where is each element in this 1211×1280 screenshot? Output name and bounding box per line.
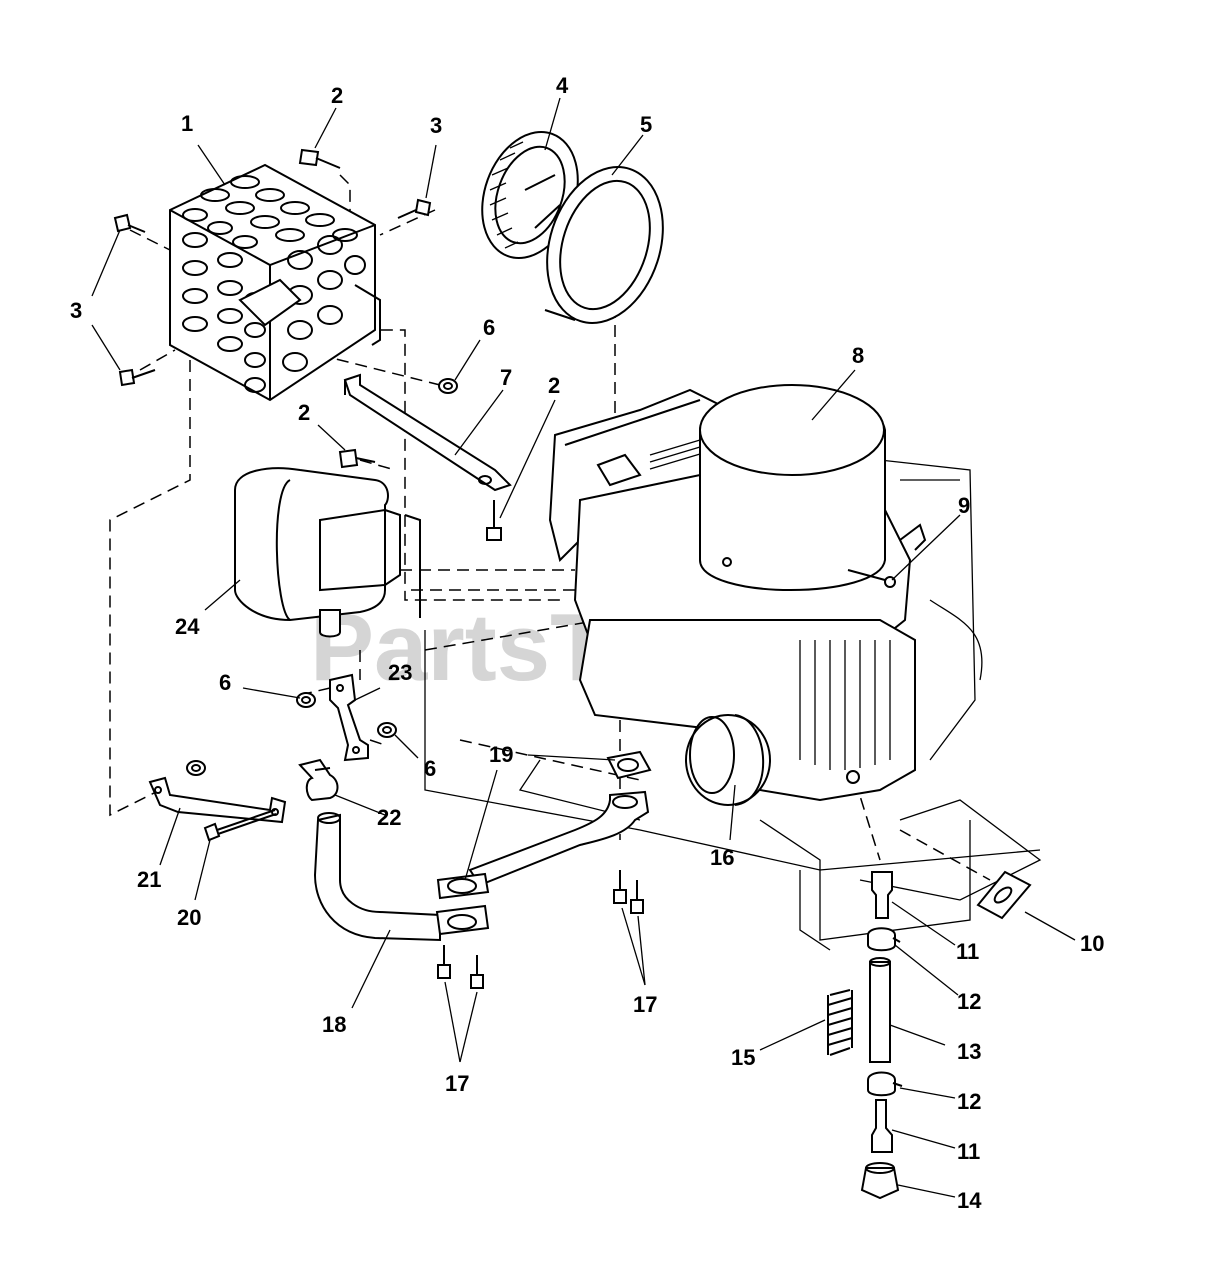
bolt-2-vertical — [486, 500, 502, 541]
bolt-20 — [203, 809, 277, 842]
callout-13: 13 — [957, 1039, 981, 1064]
callout-2: 2 — [331, 83, 343, 108]
nut-6-upper — [438, 378, 458, 394]
nut-6-lower-left — [186, 760, 206, 776]
bolt-3-left-lower — [118, 368, 156, 387]
callout-11: 11 — [956, 939, 979, 964]
part-22-clamp — [298, 758, 339, 802]
callout-3: 3 — [430, 113, 442, 138]
callout-5: 5 — [640, 112, 652, 137]
bolt-2-mid-left — [338, 448, 376, 469]
part-13-drain-hose — [869, 957, 891, 1063]
callout-21: 21 — [137, 867, 161, 892]
bolts-17-left — [437, 945, 484, 989]
callout-20: 20 — [177, 905, 201, 930]
leader-lines — [91, 97, 1076, 1198]
part-12-clamp-upper — [867, 927, 901, 952]
part-12-clamp-lower — [867, 1071, 903, 1097]
callout-2: 2 — [548, 373, 560, 398]
exhaust-flange — [435, 904, 490, 936]
callout-4: 4 — [556, 73, 569, 98]
nut-6-right — [377, 722, 397, 738]
part-8-engine — [548, 384, 927, 802]
callout-22: 22 — [377, 805, 401, 830]
callout-17: 17 — [445, 1071, 469, 1096]
part-19-manifold-pipe — [468, 790, 650, 887]
callout-14: 14 — [957, 1188, 982, 1213]
part-19-gasket-upper — [606, 750, 652, 780]
callout-12: 12 — [957, 989, 981, 1014]
callout-15: 15 — [731, 1045, 755, 1070]
callout-labels: 1 2 3 3 4 5 6 7 2 2 8 9 24 23 6 6 19 22 … — [70, 73, 1104, 1213]
callout-6: 6 — [424, 756, 436, 781]
callout-12: 12 — [957, 1089, 981, 1114]
callout-19: 19 — [489, 742, 513, 767]
chassis-frame — [424, 459, 1042, 951]
nut-6-left — [296, 692, 316, 708]
part-10-plate — [976, 870, 1032, 920]
part-24-muffler — [234, 467, 421, 638]
callout-8: 8 — [852, 343, 864, 368]
callout-6: 6 — [483, 315, 495, 340]
part-1-muffler-guard — [169, 163, 381, 402]
part-7-bracket — [343, 373, 512, 492]
part-11-fitting-lower — [871, 1099, 893, 1153]
callout-6: 6 — [219, 670, 231, 695]
callout-23: 23 — [388, 660, 412, 685]
callout-3: 3 — [70, 298, 82, 323]
callout-16: 16 — [710, 845, 734, 870]
callout-10: 10 — [1080, 931, 1104, 956]
callout-17: 17 — [633, 992, 657, 1017]
callout-2: 2 — [298, 400, 310, 425]
bolt-3-left-upper — [113, 213, 146, 233]
callout-1: 1 — [181, 111, 193, 136]
part-11-fitting-upper — [871, 871, 893, 919]
callout-7: 7 — [500, 365, 512, 390]
callout-18: 18 — [322, 1012, 346, 1037]
part-14-cap — [860, 1162, 900, 1200]
part-16-oil-filter — [685, 714, 771, 806]
bolt-3-right — [397, 198, 432, 219]
part-23-bracket — [329, 673, 369, 762]
part-21-strap — [148, 776, 287, 824]
callout-24: 24 — [175, 614, 200, 639]
bolts-17-right — [613, 870, 644, 914]
callout-9: 9 — [958, 493, 970, 518]
part-19-gasket-lower — [436, 872, 490, 900]
part-5-precleaner — [524, 166, 664, 324]
bolt-2-top — [298, 148, 341, 169]
part-15-spring — [827, 989, 853, 1056]
callout-11: 11 — [957, 1139, 980, 1164]
part-18-exhaust-pipe — [313, 812, 441, 942]
